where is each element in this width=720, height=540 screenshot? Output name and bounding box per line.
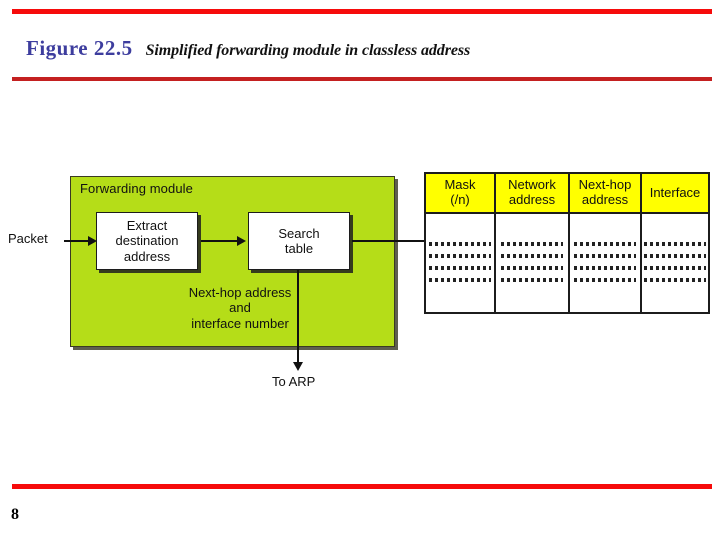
column-cells-next-hop-address xyxy=(570,214,640,312)
extract-to-search-arrowhead xyxy=(237,236,246,246)
table-cell-placeholder xyxy=(644,242,706,246)
table-cell-placeholder xyxy=(501,278,563,282)
column-cells-network-address xyxy=(496,214,568,312)
page-title: Figure 22.5 Simplified forwarding module… xyxy=(26,36,470,66)
extract-to-search-line xyxy=(201,240,239,242)
packet-arrowhead xyxy=(88,236,97,246)
column-header-mask-line-2: (/n) xyxy=(450,192,470,207)
routing-table-column-interface: Interface xyxy=(642,174,708,312)
table-cell-placeholder xyxy=(501,254,563,258)
page-number: 8 xyxy=(11,506,19,523)
footer-rule xyxy=(12,484,712,489)
column-header-network-address: Network address xyxy=(496,174,568,214)
search-box-line-2: table xyxy=(284,241,314,256)
to-arp-connector-line xyxy=(297,270,299,365)
extract-box-line-2: destination xyxy=(115,233,179,249)
column-header-mask-line-1: Mask xyxy=(444,177,476,193)
table-cell-placeholder xyxy=(574,266,636,270)
column-header-network-address-line-1: Network xyxy=(508,177,556,193)
extract-destination-address-box: Extract destination address xyxy=(96,212,198,270)
figure-caption: Simplified forwarding module in classles… xyxy=(145,42,471,59)
table-cell-placeholder xyxy=(501,266,563,270)
search-box-line-1: Search xyxy=(278,225,320,241)
extract-box-line-1: Extract xyxy=(126,218,168,234)
next-hop-note-line-2: and xyxy=(229,300,251,316)
packet-connector-line xyxy=(64,240,90,242)
routing-table-column-mask: Mask (/n) xyxy=(426,174,496,312)
table-cell-placeholder xyxy=(644,266,706,270)
next-hop-note-line-1: Next-hop address xyxy=(188,285,292,300)
routing-table-column-network-address: Network address xyxy=(496,174,570,312)
column-header-next-hop-address-line-1: Next-hop xyxy=(578,177,632,193)
column-cells-mask xyxy=(426,214,494,312)
extract-box-line-3: address xyxy=(123,248,171,264)
search-to-routing-table-line xyxy=(352,240,426,242)
table-cell-placeholder xyxy=(429,254,491,258)
table-cell-placeholder xyxy=(429,242,491,246)
routing-table-columns: Mask (/n) Network address xyxy=(426,174,708,312)
table-cell-placeholder xyxy=(429,266,491,270)
figure-label: Figure 22.5 xyxy=(26,36,133,60)
search-table-box: Search table xyxy=(248,212,350,270)
column-header-next-hop-address-line-2: address xyxy=(581,192,629,207)
packet-input-label: Packet xyxy=(8,231,48,246)
column-cells-interface xyxy=(642,214,708,312)
next-hop-note-line-3: interface number xyxy=(191,315,289,331)
routing-table-column-next-hop-address: Next-hop address xyxy=(570,174,642,312)
table-cell-placeholder xyxy=(644,278,706,282)
table-cell-placeholder xyxy=(574,242,636,246)
forwarding-module-label: Forwarding module xyxy=(80,181,193,196)
header-rule-top xyxy=(12,9,712,14)
to-arp-label: To ARP xyxy=(272,374,316,389)
column-header-interface-line-1: Interface xyxy=(649,184,701,200)
table-cell-placeholder xyxy=(644,254,706,258)
next-hop-output-note: Next-hop address and interface number xyxy=(175,285,305,331)
routing-table: Mask (/n) Network address xyxy=(424,172,710,314)
column-header-interface: Interface xyxy=(642,174,708,214)
to-arp-arrowhead xyxy=(293,362,303,371)
table-cell-placeholder xyxy=(574,254,636,258)
column-header-next-hop-address: Next-hop address xyxy=(570,174,640,214)
header-rule-bottom xyxy=(12,77,712,81)
column-header-mask: Mask (/n) xyxy=(426,174,494,214)
table-cell-placeholder xyxy=(574,278,636,282)
column-header-network-address-line-2: address xyxy=(508,192,556,207)
table-cell-placeholder xyxy=(429,278,491,282)
table-cell-placeholder xyxy=(501,242,563,246)
